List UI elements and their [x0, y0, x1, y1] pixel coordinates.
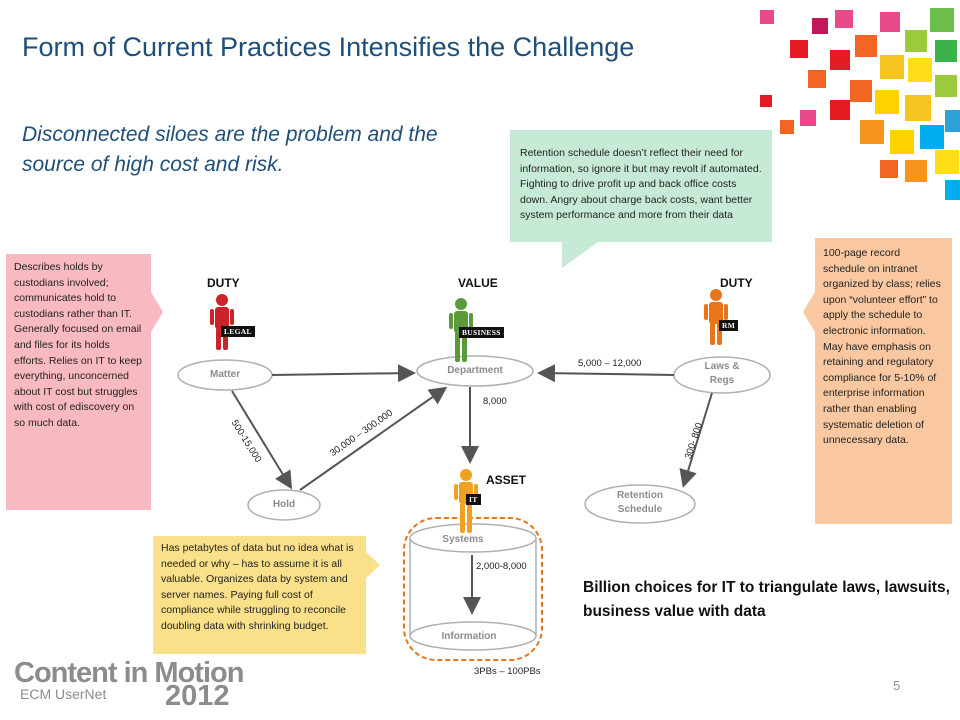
- it-role-heading: ASSET: [486, 473, 527, 487]
- legal-callout-pointer: [151, 292, 163, 332]
- business-badge: BUSINESS: [459, 327, 504, 338]
- rm-callout-pointer: [803, 292, 815, 332]
- business-role-heading: VALUE: [458, 276, 498, 290]
- slide-title: Form of Current Practices Intensifies th…: [22, 32, 635, 62]
- rm-badge: RM: [719, 320, 739, 331]
- it-boundary-dashed: [403, 517, 543, 661]
- department-label: Department: [447, 365, 503, 376]
- hold-to-department-arrow: [299, 386, 448, 491]
- business-callout: Retention schedule doesn’t reflect their…: [510, 130, 772, 242]
- laws-to-retention-arrow: [679, 392, 713, 488]
- it-callout: Has petabytes of data but no idea what i…: [153, 536, 366, 654]
- laws-regs-label-line2: Regs: [709, 375, 735, 386]
- event-logo-title: Content in Motion: [14, 657, 244, 689]
- event-logo-year: 2012: [165, 680, 230, 712]
- laws-regs-label: Laws & Regs: [674, 360, 770, 388]
- conclusion-text: Billion choices for IT to triangulate la…: [583, 579, 950, 620]
- event-logo-subtitle: ECM UserNet: [20, 686, 107, 702]
- matter-to-hold-arrow: [231, 390, 293, 490]
- page-number: 5: [893, 678, 901, 693]
- information-label: Information: [441, 631, 497, 642]
- hold-label: Hold: [272, 499, 296, 510]
- retention-schedule-label: Retention Schedule: [585, 489, 695, 517]
- department-systems-volume: 8,000: [483, 396, 507, 407]
- it-person-icon: [454, 469, 478, 533]
- legal-person-icon: [210, 294, 234, 350]
- information-volume: 3PBs – 100PBs: [474, 666, 541, 677]
- it-callout-pointer: [366, 552, 380, 578]
- hold-node: [247, 489, 321, 521]
- retention-schedule-node: [584, 484, 696, 524]
- rm-callout: 100-page record schedule on intranet org…: [815, 238, 952, 524]
- it-badge: IT: [466, 494, 481, 505]
- business-callout-pointer: [562, 242, 598, 268]
- systems-label: Systems: [442, 534, 484, 545]
- systems-information-volume: 2,000-8,000: [476, 561, 527, 572]
- legal-role-heading: DUTY: [207, 276, 240, 290]
- rm-role-heading: DUTY: [720, 276, 753, 290]
- matter-label: Matter: [209, 369, 240, 380]
- retention-label-line2: Schedule: [617, 504, 663, 515]
- decorative-cubes: [760, 8, 960, 200]
- rm-person-icon: [704, 289, 728, 345]
- retention-label-line1: Retention: [616, 490, 664, 501]
- data-store-cylinder: [409, 523, 537, 651]
- laws-department-volume: 5,000 – 12,000: [578, 358, 642, 369]
- slide-subtitle: Disconnected siloes are the problem and …: [22, 123, 438, 176]
- legal-badge: LEGAL: [221, 326, 255, 337]
- laws-to-department-arrow: [537, 364, 675, 383]
- laws-regs-label-line1: Laws &: [704, 361, 740, 372]
- legal-callout: Describes holds by custodians involved; …: [6, 254, 151, 510]
- matter-to-department-arrow: [271, 364, 416, 383]
- department-node: [416, 355, 534, 387]
